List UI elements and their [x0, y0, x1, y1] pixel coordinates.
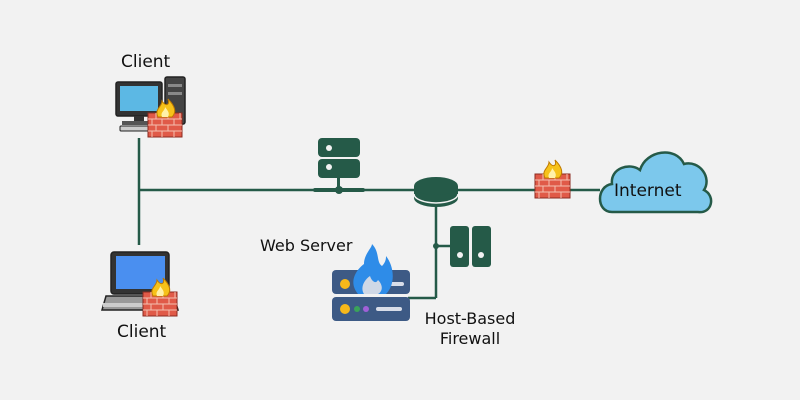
client-bottom-label: Client [117, 322, 167, 342]
cloud-icon [598, 151, 713, 214]
junction-dot [433, 243, 439, 249]
firewall-icon [534, 159, 571, 199]
internet-label: Internet [614, 181, 682, 201]
router-icon [413, 177, 459, 207]
host-firewall-icon [450, 226, 491, 267]
client-top-label: Client [121, 52, 171, 72]
web-server-firewall-icon [332, 244, 410, 321]
web-server-label: Web Server [260, 236, 353, 255]
connection-lines [137, 138, 600, 300]
firewall-icon [147, 98, 183, 138]
host-firewall-label-line2: Firewall [439, 329, 501, 348]
server-icon [313, 138, 365, 194]
desktop-computer-icon [115, 76, 186, 132]
firewall-icon [142, 277, 178, 317]
host-firewall-label: Host-Based Firewall [415, 309, 525, 349]
host-firewall-label-line1: Host-Based [424, 309, 516, 328]
